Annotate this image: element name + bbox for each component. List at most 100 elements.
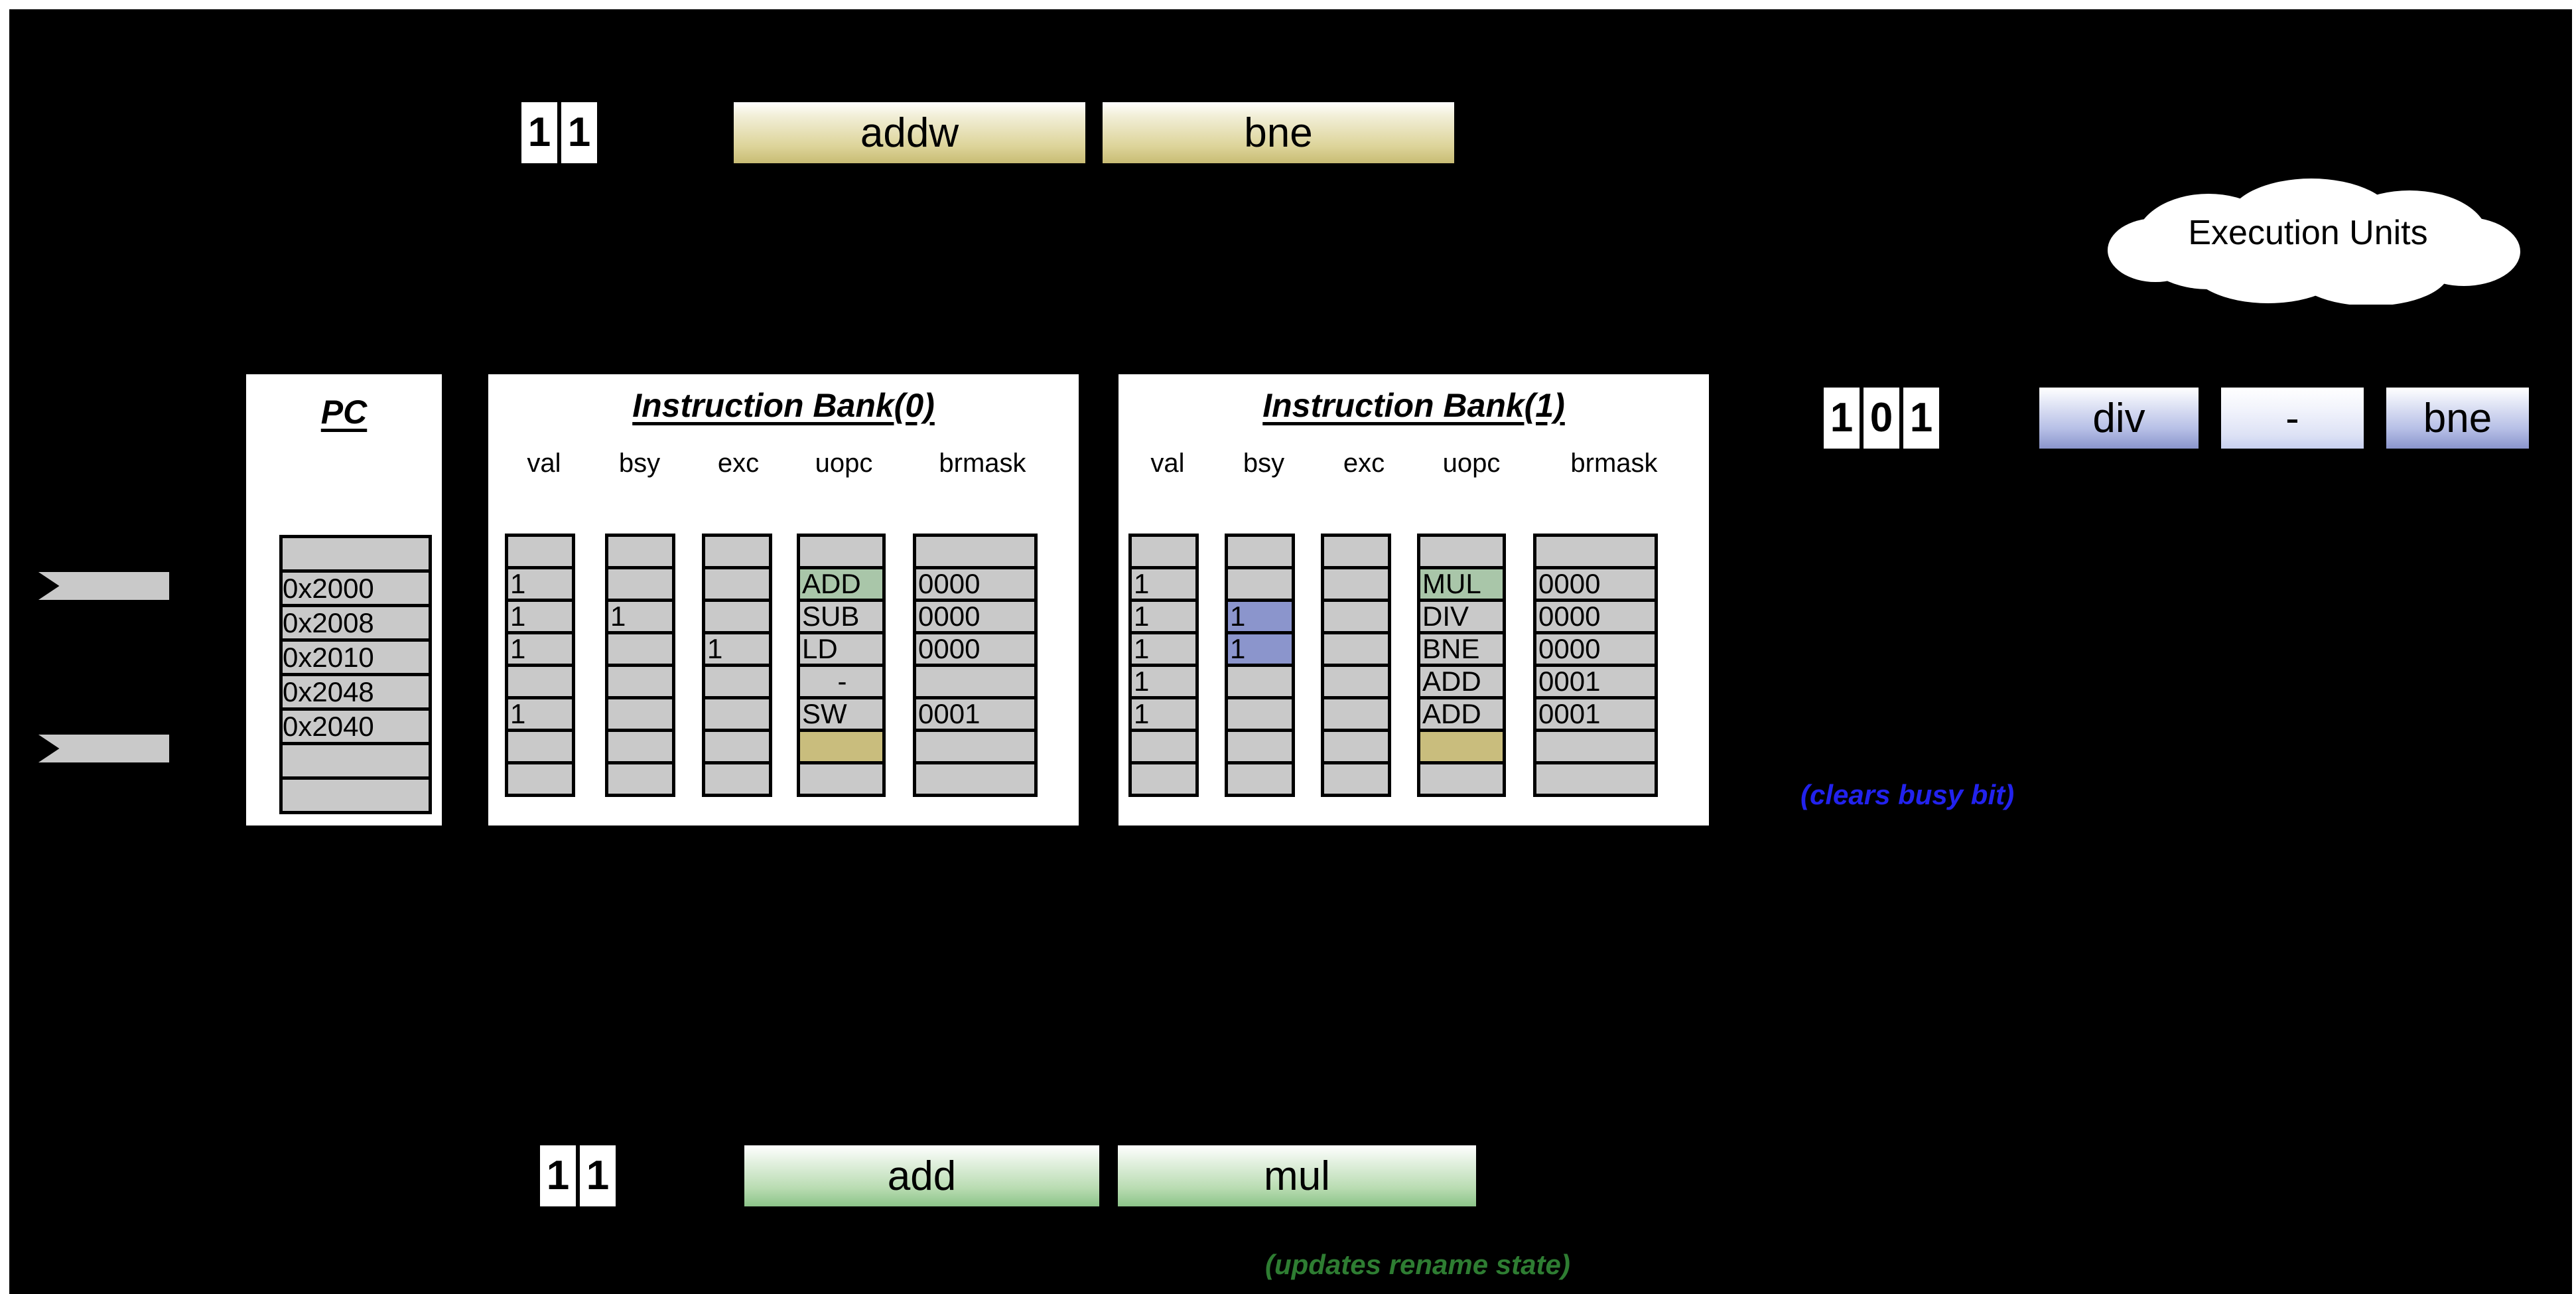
bank-1-uopc-cell-3: BNE	[1420, 634, 1503, 664]
pc-cell-5: 0x2040	[283, 711, 429, 742]
bottom-bus-bit-0: 1	[540, 1145, 576, 1206]
bank-1-uopc-cell-6	[1420, 732, 1503, 761]
bank-0-brmask-cell-0	[916, 537, 1034, 566]
bank-1-header-brmask: brmask	[1570, 449, 1658, 478]
writeback-bus-chip-bne: bne	[2386, 388, 2529, 449]
bank-0-exc-cell-7	[705, 764, 769, 794]
bank-0-uopc-cell-2: SUB	[800, 602, 882, 631]
bank-1-exc-cell-6	[1324, 732, 1388, 761]
bank-1-column-headers: val bsy exc uopc brmask	[1121, 449, 1705, 478]
bank-1-bsy-cell-6	[1228, 732, 1292, 761]
top-bus-chip-addw: addw	[734, 102, 1085, 163]
bank-0-val-cell-6	[508, 732, 572, 761]
feed-arrow-icon	[25, 568, 173, 604]
bank-1-header-uopc: uopc	[1442, 449, 1501, 478]
bank-1-val-cell-0	[1132, 537, 1195, 566]
bank-1-header-exc: exc	[1343, 449, 1385, 478]
pc-cell-7	[283, 780, 429, 811]
bank-1-bsy-cell-2: 1	[1228, 602, 1292, 631]
bank-0-header-val: val	[527, 449, 561, 478]
cloud-icon	[2108, 179, 2520, 306]
bank-0-column-val: 1 1 1 1	[505, 534, 575, 797]
top-bus-bit-0: 1	[521, 102, 557, 163]
bottom-bus-bit-1: 1	[580, 1145, 616, 1206]
bank-1-brmask-cell-5: 0001	[1536, 699, 1655, 729]
bank-0-brmask-cell-4	[916, 667, 1034, 696]
bank-0-exc-cell-1	[705, 569, 769, 599]
writeback-bus-chips: div - bne	[2039, 388, 2529, 449]
bank-0-val-cell-2: 1	[508, 602, 572, 631]
instruction-bank-0-title: Instruction Bank(0)	[632, 387, 935, 424]
bank-0-val-cell-0	[508, 537, 572, 566]
bank-1-brmask-cell-2: 0000	[1536, 602, 1655, 631]
writeback-bus-chip-empty: -	[2221, 388, 2364, 449]
bank-1-exc-cell-1	[1324, 569, 1388, 599]
bank-0-column-uopc: ADD SUB LD - SW	[797, 534, 886, 797]
bottom-bus-chips: add mul	[744, 1145, 1476, 1206]
top-bus-chip-bne: bne	[1103, 102, 1454, 163]
bank-0-bsy-cell-1	[608, 569, 672, 599]
bank-0-uopc-cell-3: LD	[800, 634, 882, 664]
bank-1-uopc-cell-0	[1420, 537, 1503, 566]
bank-1-val-cell-2: 1	[1132, 602, 1195, 631]
bank-1-uopc-cell-1: MUL	[1420, 569, 1503, 599]
updates-rename-state-note: (updates rename state)	[1265, 1249, 1570, 1280]
bank-1-val-cell-4: 1	[1132, 667, 1195, 696]
execution-units-label: Execution Units	[2188, 214, 2428, 252]
bank-0-bsy-cell-7	[608, 764, 672, 794]
bank-1-brmask-cell-3: 0000	[1536, 634, 1655, 664]
bank-1-exc-cell-5	[1324, 699, 1388, 729]
top-bus-chips: addw bne	[734, 102, 1454, 163]
bank-1-uopc-cell-5: ADD	[1420, 699, 1503, 729]
bank-0-bsy-cell-3	[608, 634, 672, 664]
bank-1-bsy-cell-0	[1228, 537, 1292, 566]
bank-1-val-cell-3: 1	[1132, 634, 1195, 664]
instruction-bank-1-title: Instruction Bank(1)	[1262, 387, 1565, 424]
bank-1-val-cell-1: 1	[1132, 569, 1195, 599]
bank-0-uopc-cell-4: -	[800, 667, 882, 696]
bank-0-uopc-cell-5: SW	[800, 699, 882, 729]
bank-0-brmask-cell-3: 0000	[916, 634, 1034, 664]
bank-0-uopc-cell-7	[800, 764, 882, 794]
clears-busy-bit-note: (clears busy bit)	[1800, 779, 2015, 810]
bank-0-val-cell-5: 1	[508, 699, 572, 729]
pc-cell-3: 0x2010	[283, 642, 429, 673]
pc-cell-4: 0x2048	[283, 676, 429, 707]
bank-0-brmask-cell-1: 0000	[916, 569, 1034, 599]
writeback-bus-bit-0: 1	[1824, 388, 1860, 449]
bank-1-header-val: val	[1150, 449, 1185, 478]
bank-1-uopc-cell-7	[1420, 764, 1503, 794]
writeback-bus-bit-2: 1	[1903, 388, 1939, 449]
bank-1-column-uopc: MUL DIV BNE ADD ADD	[1417, 534, 1506, 797]
writeback-bus-chip-div: div	[2039, 388, 2199, 449]
bank-0-exc-cell-2	[705, 602, 769, 631]
writeback-bus-bits: 1 0 1	[1824, 388, 1939, 449]
execution-units-cloud: Execution Units	[2092, 179, 2524, 306]
top-bus-bits: 1 1	[521, 102, 597, 163]
bank-1-exc-cell-3	[1324, 634, 1388, 664]
pc-cell-1: 0x2000	[283, 573, 429, 604]
pc-cell-0	[283, 538, 429, 569]
bank-1-exc-cell-0	[1324, 537, 1388, 566]
bank-1-column-val: 1 1 1 1 1	[1128, 534, 1199, 797]
bottom-bus-chip-mul: mul	[1118, 1145, 1476, 1206]
feed-arrow-icon	[25, 731, 173, 766]
bank-0-bsy-cell-5	[608, 699, 672, 729]
pc-title: PC	[320, 394, 368, 431]
bank-1-brmask-cell-7	[1536, 764, 1655, 794]
bank-0-exc-cell-4	[705, 667, 769, 696]
bank-1-exc-cell-4	[1324, 667, 1388, 696]
bank-0-exc-cell-5	[705, 699, 769, 729]
bank-1-val-cell-7	[1132, 764, 1195, 794]
bank-1-exc-cell-7	[1324, 764, 1388, 794]
bank-0-header-uopc: uopc	[815, 449, 873, 478]
bank-1-val-cell-5: 1	[1132, 699, 1195, 729]
bank-0-val-cell-7	[508, 764, 572, 794]
bank-1-bsy-cell-1	[1228, 569, 1292, 599]
bank-1-column-exc	[1321, 534, 1391, 797]
pc-cell-6	[283, 745, 429, 776]
bank-1-column-brmask: 0000 0000 0000 0001 0001	[1533, 534, 1658, 797]
bank-1-bsy-cell-4	[1228, 667, 1292, 696]
bank-0-column-brmask: 0000 0000 0000 0001	[913, 534, 1038, 797]
instruction-bank-1-panel: Instruction Bank(1) val bsy exc uopc brm…	[1119, 374, 1709, 826]
